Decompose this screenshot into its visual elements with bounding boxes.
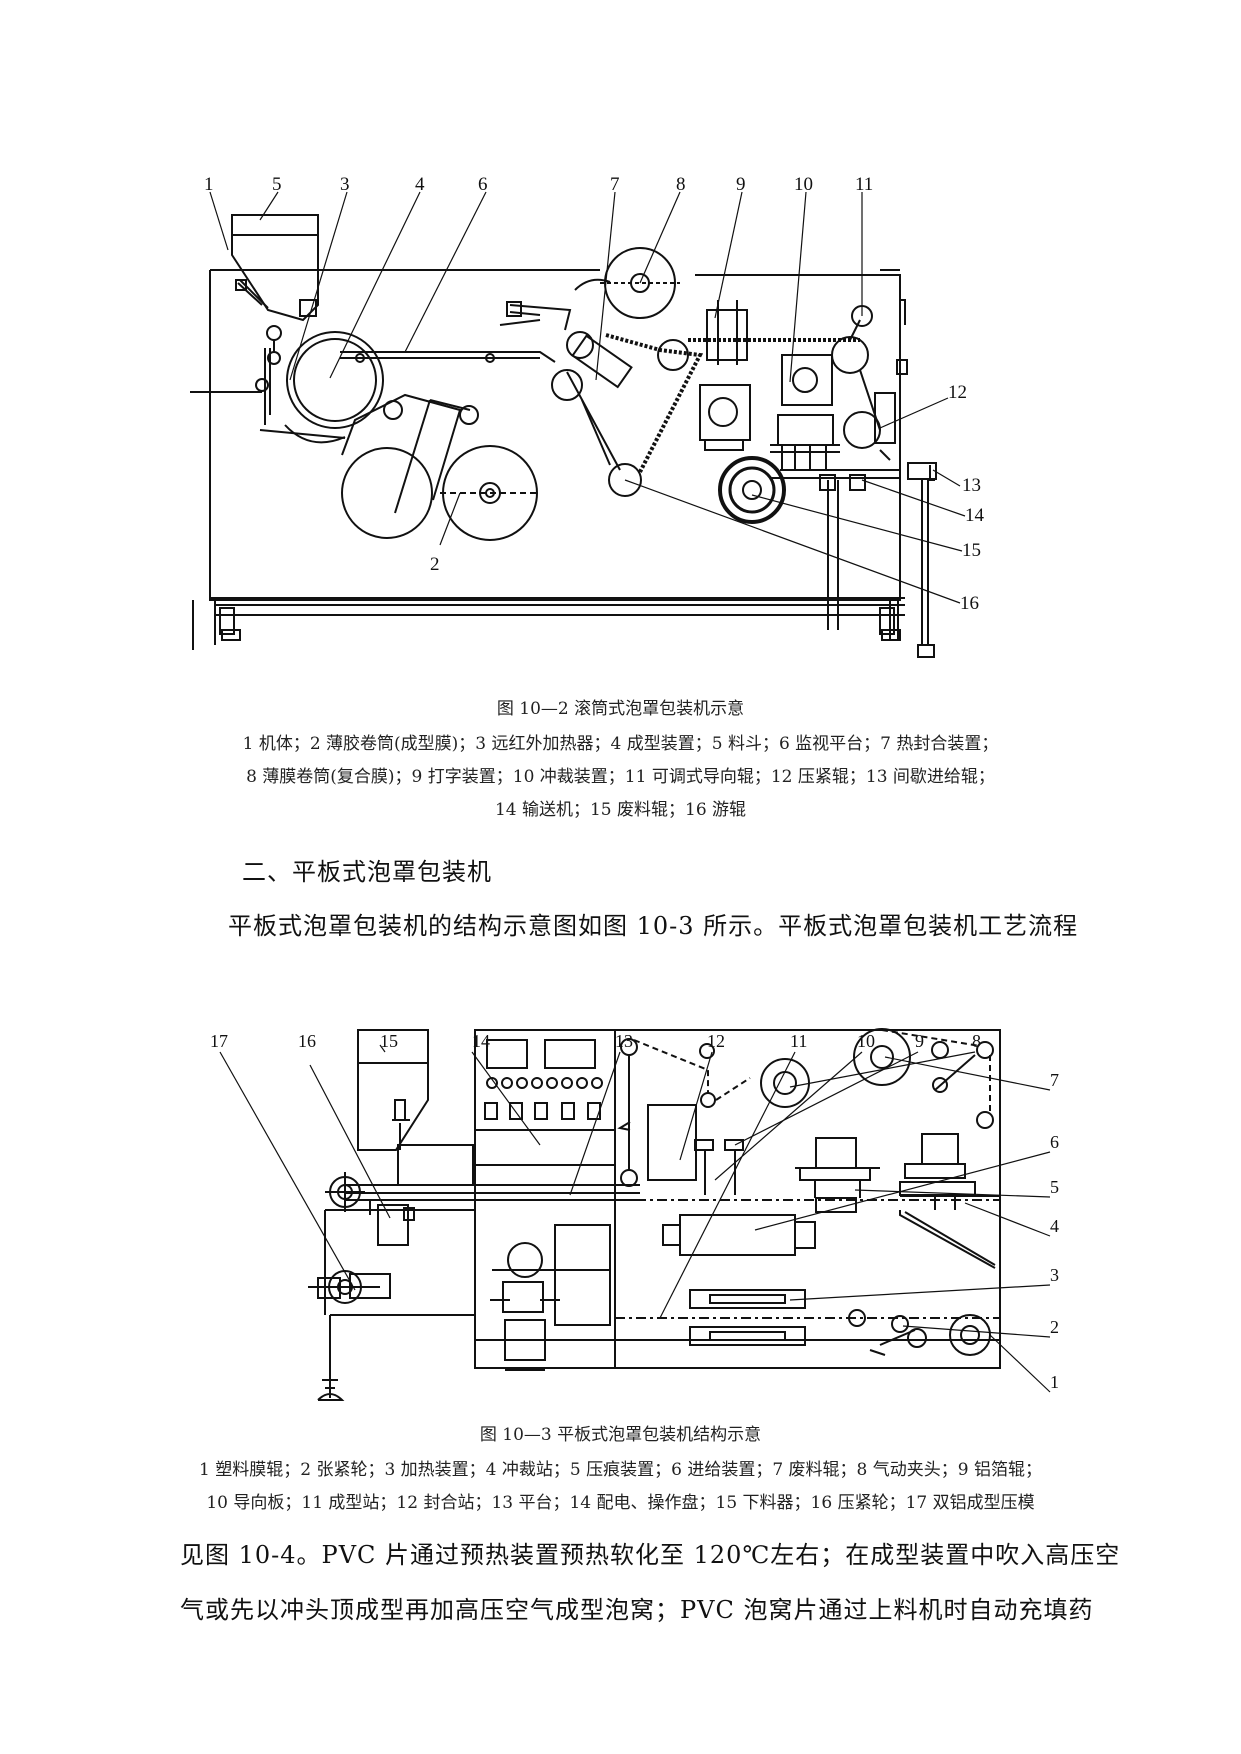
paragraph-line-2: 气或先以冲头顶成型再加高压空气成型泡窝；PVC 泡窝片通过上料机时自动充填药 [180, 1596, 1094, 1624]
callout-8: 8 [676, 174, 686, 195]
paragraph-line-1: 见图 10-4。PVC 片通过预热装置预热软化至 120℃左右；在成型装置中吹入… [180, 1541, 1121, 1569]
callout-12: 12 [948, 382, 967, 403]
callout-10: 10 [794, 174, 813, 195]
callout-3: 3 [1050, 1265, 1059, 1285]
section-intro: 平板式泡罩包装机的结构示意图如图 10-3 所示。平板式泡罩包装机工艺流程 [228, 912, 1079, 940]
callout-14: 14 [472, 1031, 490, 1051]
callout-6: 6 [478, 174, 488, 195]
callout-13: 13 [615, 1031, 633, 1051]
figure-1-legend-line-3: 14 输送机；15 废料辊；16 游辊 [494, 800, 747, 820]
callout-11: 11 [855, 174, 873, 195]
callout-9: 9 [915, 1031, 924, 1051]
callout-11: 11 [790, 1031, 807, 1051]
callout-6: 6 [1050, 1132, 1059, 1152]
figure-1-legend-line-1: 1 机体；2 薄胶卷筒(成型膜)；3 远红外加热器；4 成型装置；5 料斗；6 … [242, 734, 999, 754]
callout-16: 16 [298, 1031, 316, 1051]
callout-7: 7 [1050, 1070, 1059, 1090]
callout-9: 9 [736, 174, 746, 195]
figure-2-caption: 图 10—3 平板式泡罩包装机结构示意 [479, 1425, 762, 1445]
callout-17: 17 [210, 1031, 228, 1051]
callout-5: 5 [1050, 1177, 1059, 1197]
section-heading: 二、平板式泡罩包装机 [242, 858, 492, 886]
callout-15: 15 [962, 540, 981, 561]
callout-8: 8 [972, 1031, 981, 1051]
figure-2-legend-line-2: 10 导向板；11 成型站；12 封合站；13 平台；14 配电、操作盘；15 … [206, 1493, 1035, 1513]
callout-7: 7 [610, 174, 620, 195]
callout-4: 4 [1050, 1216, 1059, 1236]
figure-10-2-drum-blister-machine: 1 2 3 4 5 6 7 8 9 10 11 12 13 14 15 16 [190, 174, 985, 658]
figure-10-3-flat-blister-machine: 17 16 15 14 13 12 11 10 9 8 7 6 5 4 3 2 … [210, 1028, 1059, 1401]
callout-5: 5 [272, 174, 282, 195]
figure-2-legend-line-1: 1 塑料膜辊；2 张紧轮；3 加热装置；4 冲裁站；5 压痕装置；6 进给装置；… [199, 1460, 1042, 1480]
callout-4: 4 [415, 174, 425, 195]
callout-1: 1 [204, 174, 214, 195]
callout-14: 14 [965, 505, 985, 526]
callout-3: 3 [340, 174, 350, 195]
callout-10: 10 [857, 1031, 875, 1051]
callout-12: 12 [707, 1031, 725, 1051]
callout-13: 13 [962, 475, 981, 496]
callout-16: 16 [960, 593, 979, 614]
callout-2: 2 [1050, 1317, 1059, 1337]
callout-1: 1 [1050, 1372, 1059, 1392]
figure-1-caption: 图 10—2 滚筒式泡罩包装机示意 [496, 699, 745, 719]
callout-15: 15 [380, 1031, 398, 1051]
callout-2: 2 [430, 554, 440, 575]
figure-1-legend-line-2: 8 薄膜卷筒(复合膜)；9 打字装置；10 冲裁装置；11 可调式导向辊；12 … [246, 767, 995, 787]
